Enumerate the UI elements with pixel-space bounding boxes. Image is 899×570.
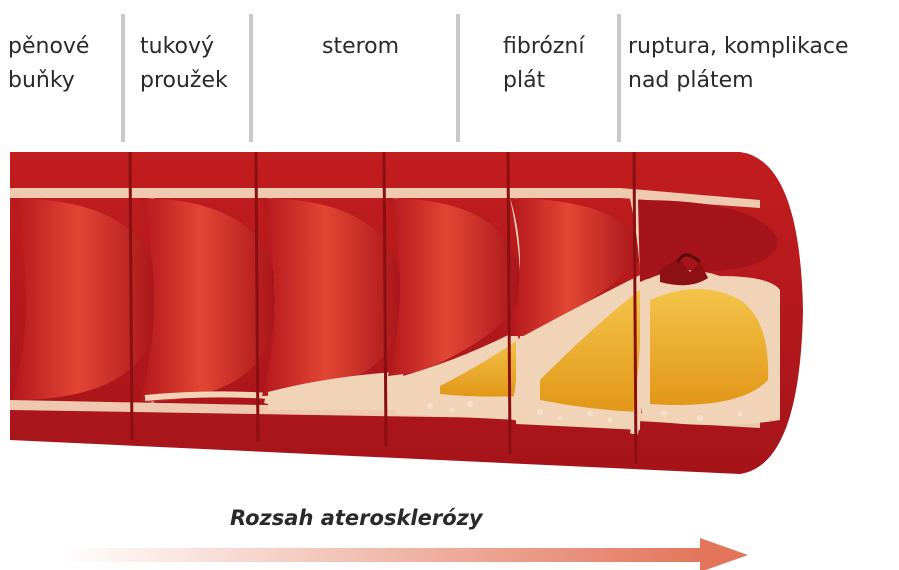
progression-arrow	[62, 538, 748, 570]
progression-caption: Rozsah aterosklerózy	[230, 506, 483, 530]
segment-rupture	[638, 200, 780, 425]
segment-fibrous-plaque	[510, 198, 645, 434]
